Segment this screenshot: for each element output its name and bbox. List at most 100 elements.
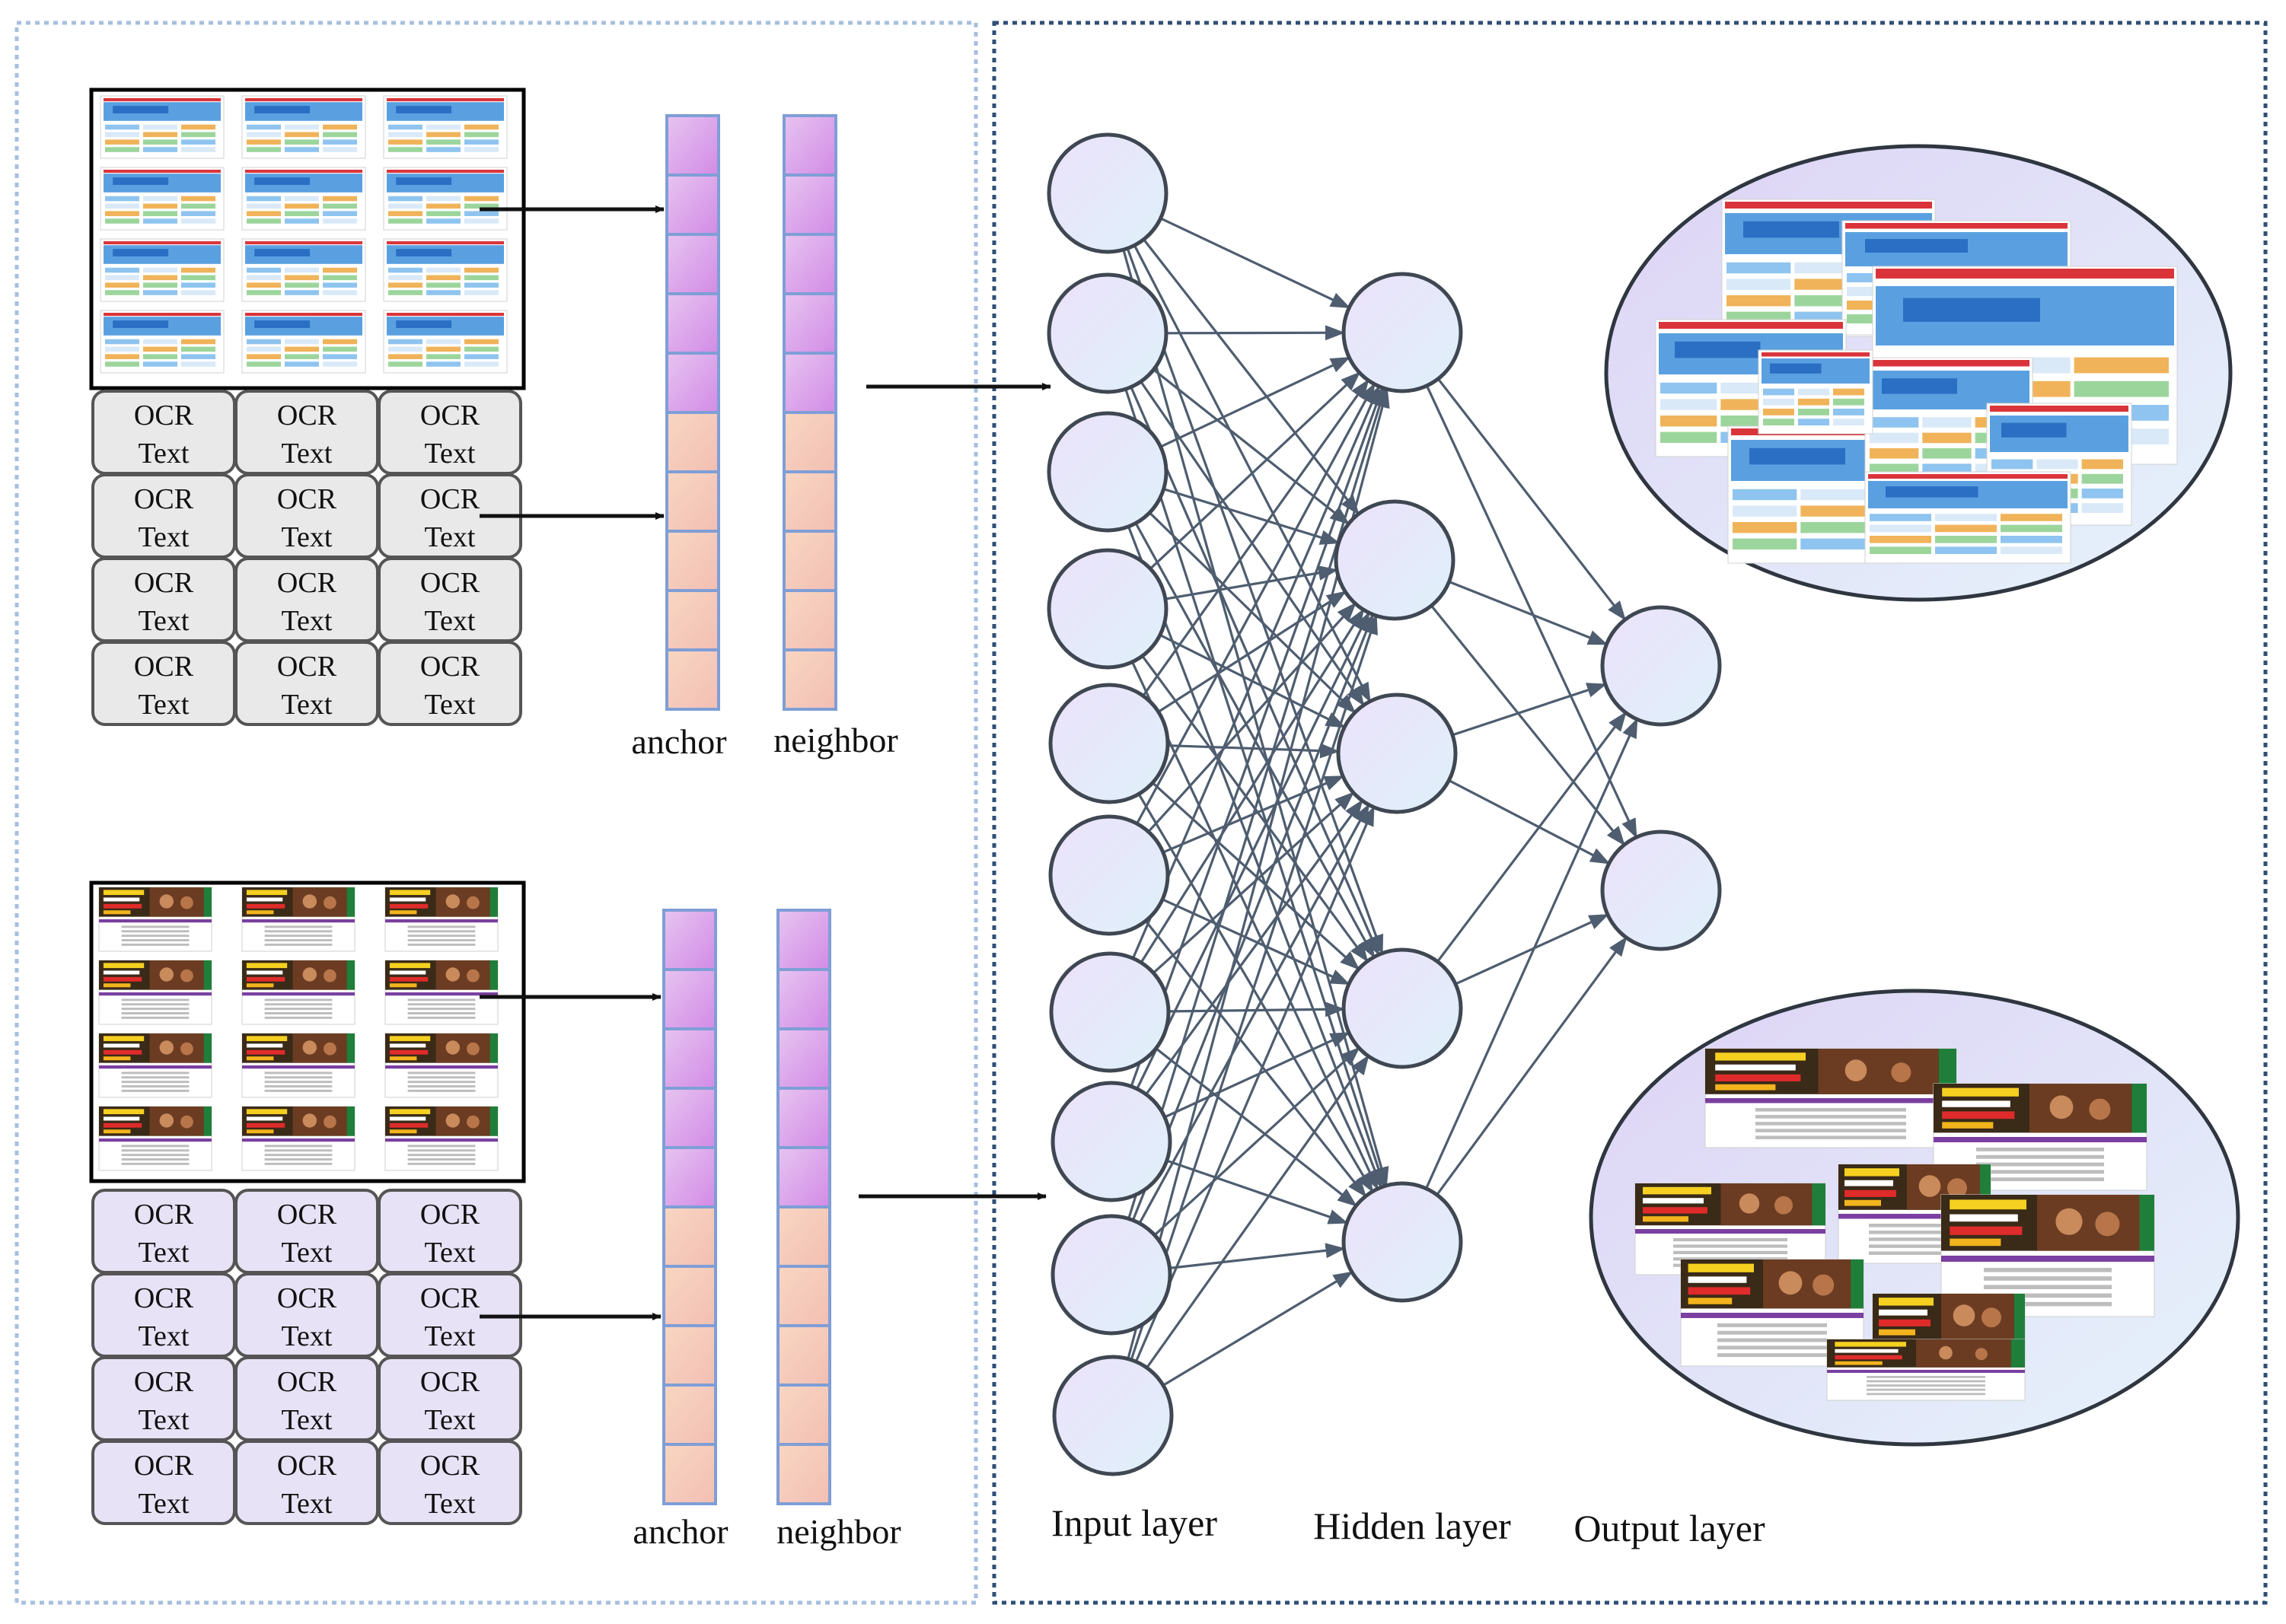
hidden-node xyxy=(1341,272,1463,393)
top-ocr-line2: Text xyxy=(139,605,190,637)
bottom-ocr-line1: OCR xyxy=(420,1199,480,1231)
bottom-ocr-line2: Text xyxy=(139,1320,190,1352)
bottom-anchor-vector xyxy=(662,909,717,1505)
top-neighbor-vector-cell xyxy=(783,233,837,295)
input-node xyxy=(1048,683,1170,804)
top-ocr-line2: Text xyxy=(425,521,476,553)
top-ocr-line2: Text xyxy=(425,605,476,637)
bottom-ocr-line2: Text xyxy=(282,1488,333,1520)
top-ocr-line1: OCR xyxy=(420,400,480,431)
top-ocr-line1: OCR xyxy=(134,400,194,431)
bottom-ocr-line1: OCR xyxy=(134,1199,194,1231)
bottom-anchor-vector-cell xyxy=(662,909,717,971)
top-ocr-line1: OCR xyxy=(420,483,480,515)
top-neighbor-label: neighbor xyxy=(773,721,898,759)
bottom-anchor-vector-cell xyxy=(662,1324,717,1387)
input-node xyxy=(1047,272,1169,394)
bottom-anchor-vector-cell xyxy=(662,1146,717,1208)
bottom-ocr-line2: Text xyxy=(282,1237,333,1269)
top-anchor-vector-cell xyxy=(665,114,720,177)
top-neighbor-vector-cell xyxy=(783,174,837,236)
top-ocr-line1: OCR xyxy=(134,483,194,515)
bottom-ocr-line2: Text xyxy=(425,1237,476,1269)
bottom-neighbor-vector-cell xyxy=(776,1087,831,1149)
top-ocr-text-grid: OCRTextOCRTextOCRTextOCRTextOCRTextOCRTe… xyxy=(91,390,522,726)
bottom-ocr-line2: Text xyxy=(282,1404,333,1436)
network-edge xyxy=(1106,193,1360,515)
top-ocr-line1: OCR xyxy=(277,567,337,599)
bottom-neighbor-vector-cell xyxy=(776,1324,831,1387)
network-edge xyxy=(1401,936,1628,1243)
bottom-ocr-line2: Text xyxy=(139,1404,190,1436)
top-ocr-line1: OCR xyxy=(277,651,337,683)
input-node xyxy=(1048,814,1170,936)
input-node xyxy=(1049,951,1171,1073)
bottom-anchor-label: anchor xyxy=(633,1512,728,1551)
network-edge xyxy=(1401,718,1638,1243)
bottom-neighbor-label: neighbor xyxy=(776,1512,901,1551)
top-ocr-line2: Text xyxy=(425,689,476,721)
input-node xyxy=(1047,411,1169,533)
top-ocr-line2: Text xyxy=(282,438,333,470)
top-ocr-line2: Text xyxy=(139,521,190,553)
bottom-ocr-line1: OCR xyxy=(420,1366,480,1398)
top-anchor-vector-cell xyxy=(665,530,720,592)
top-neighbor-vector-cell xyxy=(783,470,837,533)
hidden-node xyxy=(1341,947,1463,1069)
input-node xyxy=(1047,548,1169,670)
bottom-neighbor-vector-cell xyxy=(776,1443,831,1505)
hidden-node xyxy=(1341,1181,1463,1303)
bottom-anchor-vector-cell xyxy=(662,1265,717,1327)
network-nodes xyxy=(1047,132,1722,1476)
top-anchor-vector-cell xyxy=(665,233,720,295)
top-anchor-vector-cell xyxy=(665,648,720,711)
top-anchor-vector-cell xyxy=(665,411,720,473)
top-ocr-line1: OCR xyxy=(134,567,194,599)
top-ocr-line2: Text xyxy=(139,438,190,470)
bottom-neighbor-vector-cell xyxy=(776,1384,831,1446)
top-ocr-line2: Text xyxy=(282,689,333,721)
network-edge xyxy=(1110,799,1363,1142)
bottom-ocr-line2: Text xyxy=(425,1320,476,1352)
network-edge xyxy=(1110,803,1370,1275)
left-panel-border xyxy=(14,21,978,1605)
bottom-neighbor-vector-cell xyxy=(776,909,831,971)
top-ocr-line2: Text xyxy=(282,521,333,553)
network-edge xyxy=(1108,608,1365,1013)
output-node xyxy=(1600,830,1722,951)
top-neighbor-vector-cell xyxy=(783,352,837,414)
top-anchor-vector-cell xyxy=(665,589,720,651)
hidden-layer-label: Hidden layer xyxy=(1313,1505,1511,1547)
top-anchor-vector-cell xyxy=(665,470,720,533)
top-ocr-cell: OCR Text xyxy=(91,557,236,642)
top-ocr-line2: Text xyxy=(282,605,333,637)
top-anchor-vector-cell xyxy=(665,292,720,355)
bottom-anchor-vector-cell xyxy=(662,968,717,1030)
top-ocr-cell: OCR Text xyxy=(234,641,379,726)
network-edge xyxy=(1401,332,1638,839)
bottom-ocr-text-grid: OCRTextOCRTextOCRTextOCRTextOCRTextOCRTe… xyxy=(91,1189,522,1525)
top-anchor-vector-cell xyxy=(665,174,720,236)
top-neighbor-vector xyxy=(783,114,837,711)
bottom-neighbor-vector-cell xyxy=(776,1146,831,1208)
bottom-anchor-vector-cell xyxy=(662,1205,717,1268)
top-neighbor-vector-cell xyxy=(783,589,837,651)
bottom-neighbor-vector-cell xyxy=(776,1027,831,1090)
top-screenshot-thumbnail-grid xyxy=(89,88,526,390)
top-ocr-cell: OCR Text xyxy=(234,557,379,642)
top-anchor-vector-cell xyxy=(665,352,720,414)
bottom-anchor-vector-cell xyxy=(662,1027,717,1090)
